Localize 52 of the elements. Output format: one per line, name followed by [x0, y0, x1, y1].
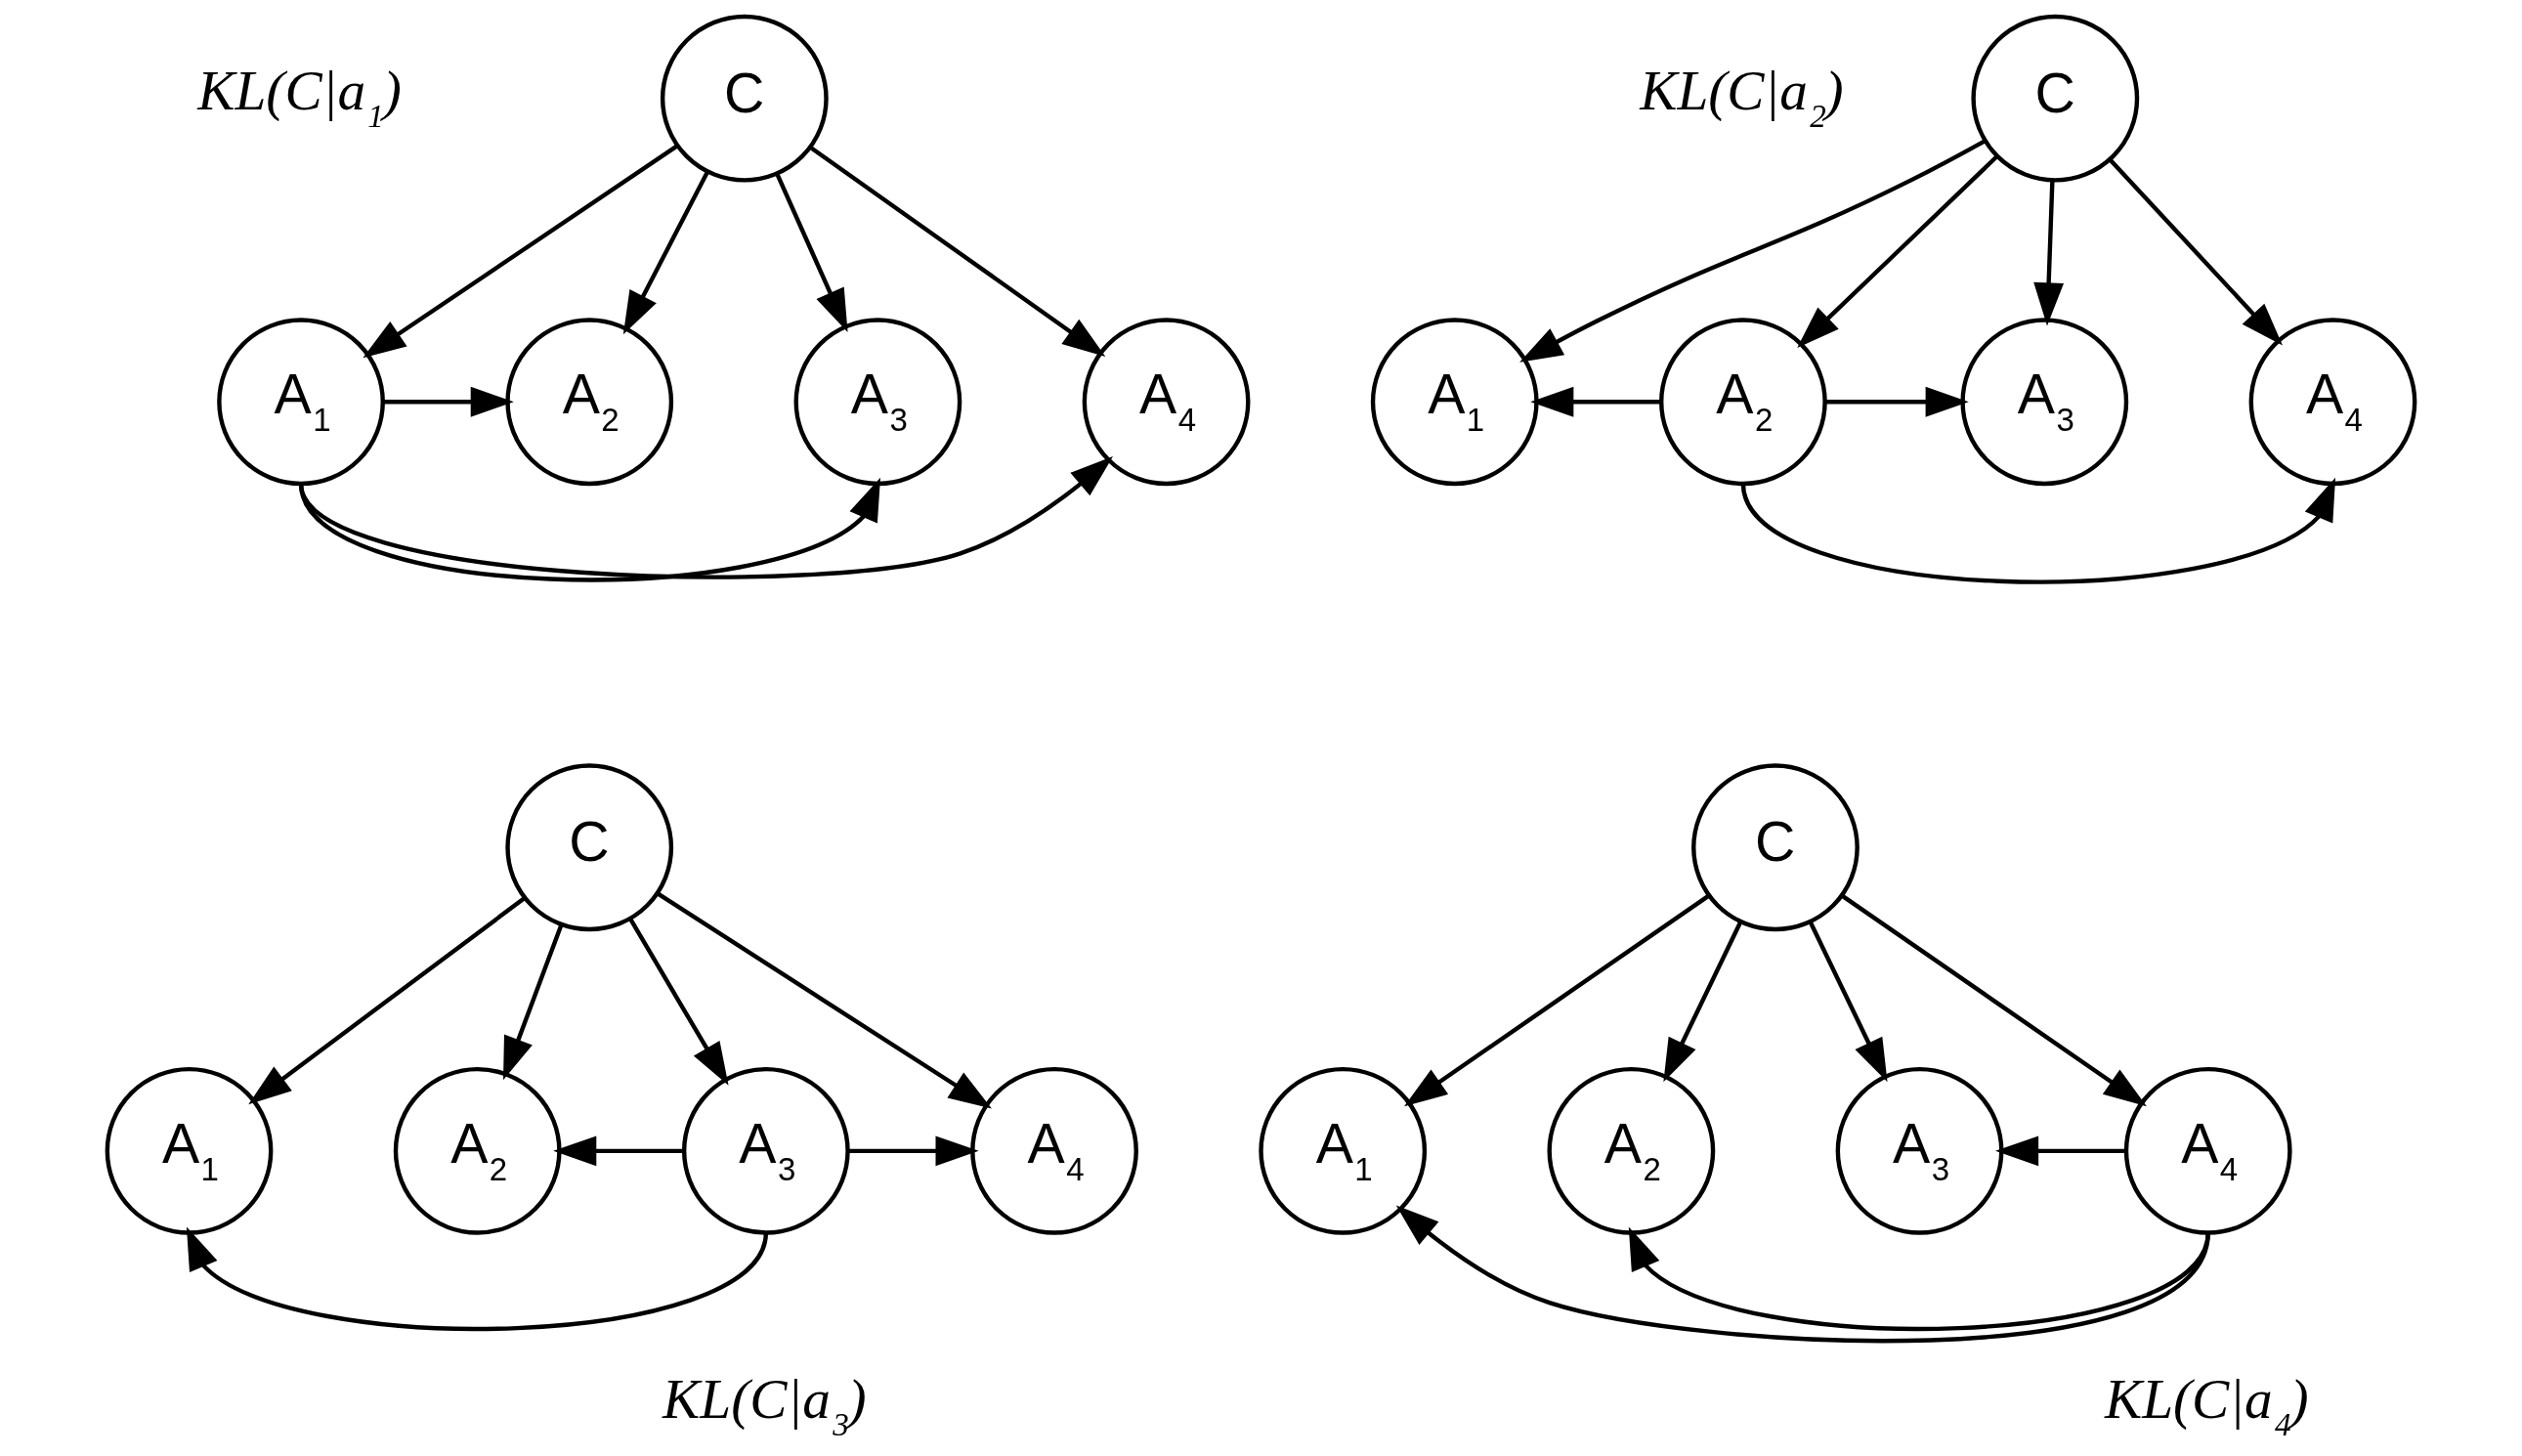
node-circle: C	[1691, 763, 1859, 932]
node-circle: A$_{4}$	[970, 1066, 1138, 1235]
arrow	[1824, 386, 1969, 417]
node-label: KL(C|a$_{1}$)	[197, 60, 402, 135]
node-circle: A$_{3}$	[1835, 1066, 2004, 1235]
node-circle: A$_{2}$	[1547, 1066, 1716, 1235]
arrow	[657, 891, 992, 1109]
arrow	[1840, 893, 2147, 1107]
arrow	[622, 171, 709, 335]
node-circle: C	[660, 14, 829, 183]
arrow	[1628, 1226, 2210, 1331]
node-circle: A$_{4}$	[2123, 1066, 2292, 1235]
arrow	[1519, 139, 1987, 363]
arrow	[1395, 1205, 2210, 1344]
arrow	[775, 172, 848, 332]
node-label: KL(C|a$_{2}$)	[1640, 60, 1844, 135]
node-circle: A$_{3}$	[681, 1066, 850, 1235]
arrow	[298, 477, 881, 582]
arrow	[1797, 154, 1999, 349]
arrow	[848, 1135, 979, 1167]
node-circle: A$_{4}$	[1082, 318, 1251, 487]
arrow	[2033, 180, 2065, 326]
node-circle: C	[1971, 14, 2140, 183]
arrow	[1740, 477, 2336, 584]
node-circle: A$_{3}$	[1960, 318, 2129, 487]
arrow	[809, 145, 1106, 357]
node-label: KL(C|a$_{4}$)	[2104, 1367, 2309, 1442]
arrow	[628, 918, 729, 1086]
node-circle: A$_{1}$	[217, 318, 385, 487]
arrow	[553, 1135, 684, 1167]
node-circle: A$_{2}$	[505, 318, 674, 487]
arrow	[503, 923, 564, 1081]
arrow	[1808, 921, 1888, 1083]
arrow	[2108, 157, 2283, 346]
node-circle: A$_{1}$	[105, 1066, 274, 1235]
arrow	[1995, 1135, 2126, 1167]
arrow	[299, 455, 1113, 579]
arrow	[186, 1226, 768, 1331]
node-circle: A$_{1}$	[1370, 318, 1539, 487]
node-circle: A$_{3}$	[793, 318, 962, 487]
node-circle: A$_{4}$	[2248, 318, 2417, 487]
arrow	[1663, 921, 1743, 1083]
node-circle: A$_{2}$	[393, 1066, 562, 1235]
arrow	[1404, 893, 1710, 1107]
arrow	[1530, 386, 1661, 417]
arrow	[383, 386, 514, 417]
node-circle: A$_{1}$	[1259, 1066, 1428, 1235]
node-circle: C	[505, 763, 674, 932]
arrow	[248, 896, 526, 1105]
node-label: KL(C|a$_{3}$)	[663, 1367, 867, 1442]
arrow	[363, 144, 679, 359]
node-circle: A$_{2}$	[1659, 318, 1827, 487]
